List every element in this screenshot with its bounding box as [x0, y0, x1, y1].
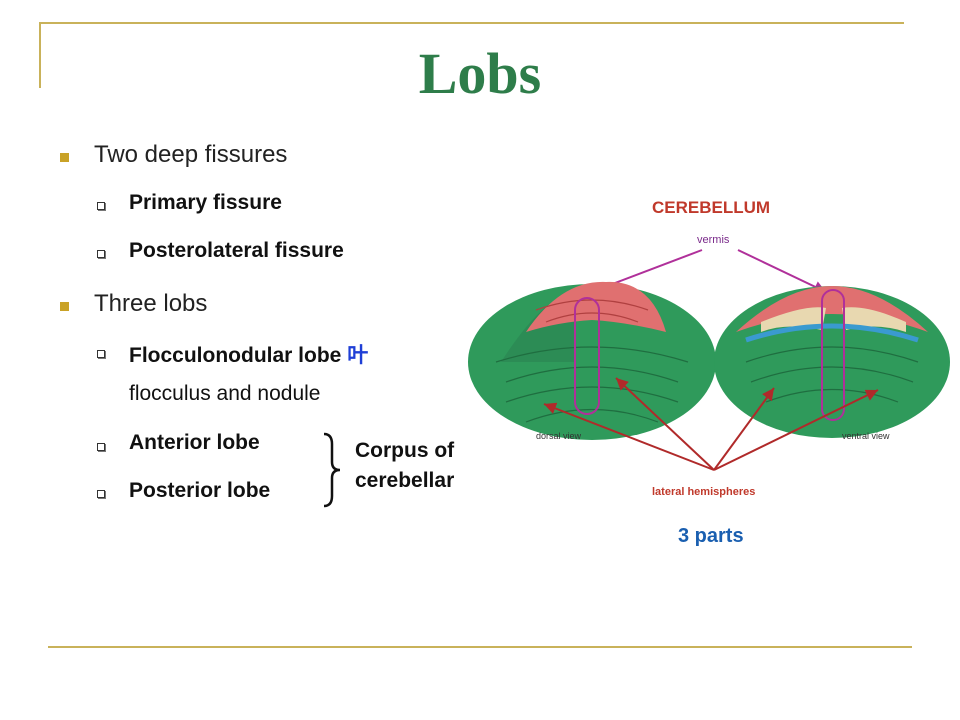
- left-rule: [39, 22, 41, 88]
- sub-flocculus-nodule: flocculus and nodule: [129, 382, 321, 405]
- sub-bullet-icon: [97, 443, 105, 451]
- bullet-square-icon: [60, 153, 69, 162]
- sub-bullet-icon: [97, 250, 105, 258]
- dorsal-view-cerebellum: [468, 281, 716, 440]
- sub-flocculonodular-lobe: Flocculonodular lobe 叶: [129, 344, 369, 367]
- figure-title: CEREBELLUM: [652, 198, 770, 217]
- three-parts-label: 3 parts: [678, 525, 744, 547]
- cerebellum-diagram: CEREBELLUM vermis dorsal view ventral vi…: [468, 198, 950, 547]
- vermis-arrow-right: [737, 249, 827, 293]
- ventral-view-label: ventral view: [842, 431, 890, 441]
- corpus-line-2: cerebellar: [355, 469, 455, 492]
- top-rule: [40, 22, 904, 24]
- slide-title: Lobs: [418, 41, 542, 106]
- hemisphere-arrow-3: [713, 387, 775, 471]
- figure-vermis-label: vermis: [697, 234, 730, 246]
- sub-bullet-icon: [97, 350, 105, 358]
- bullet-square-icon: [60, 302, 69, 311]
- hemisphere-arrow-2: [615, 377, 715, 471]
- sub-bullet-icon: [97, 202, 105, 210]
- sub-bullet-icon: [97, 490, 105, 498]
- ventral-view-cerebellum: [714, 286, 950, 438]
- corpus-line-1: Corpus of: [355, 439, 455, 462]
- corpus-cerebellar-label: Corpus of cerebellar: [355, 436, 454, 496]
- hemisphere-arrow-4: [713, 389, 879, 471]
- bottom-rule: [48, 646, 912, 648]
- hemisphere-arrow-1: [543, 402, 715, 471]
- bullet-three-lobs: Three lobs: [94, 290, 208, 317]
- chinese-character: 叶: [347, 344, 369, 367]
- curly-brace-icon: [323, 432, 341, 508]
- sub-posterolateral-fissure: Posterolateral fissure: [129, 239, 344, 262]
- sub-anterior-lobe: Anterior lobe: [129, 431, 260, 454]
- bullet-two-fissures: Two deep fissures: [94, 141, 288, 168]
- dorsal-view-label: dorsal view: [536, 431, 582, 441]
- sub-posterior-lobe: Posterior lobe: [129, 479, 271, 502]
- sub-primary-fissure: Primary fissure: [129, 191, 282, 214]
- hemispheres-label: lateral hemispheres: [652, 486, 755, 498]
